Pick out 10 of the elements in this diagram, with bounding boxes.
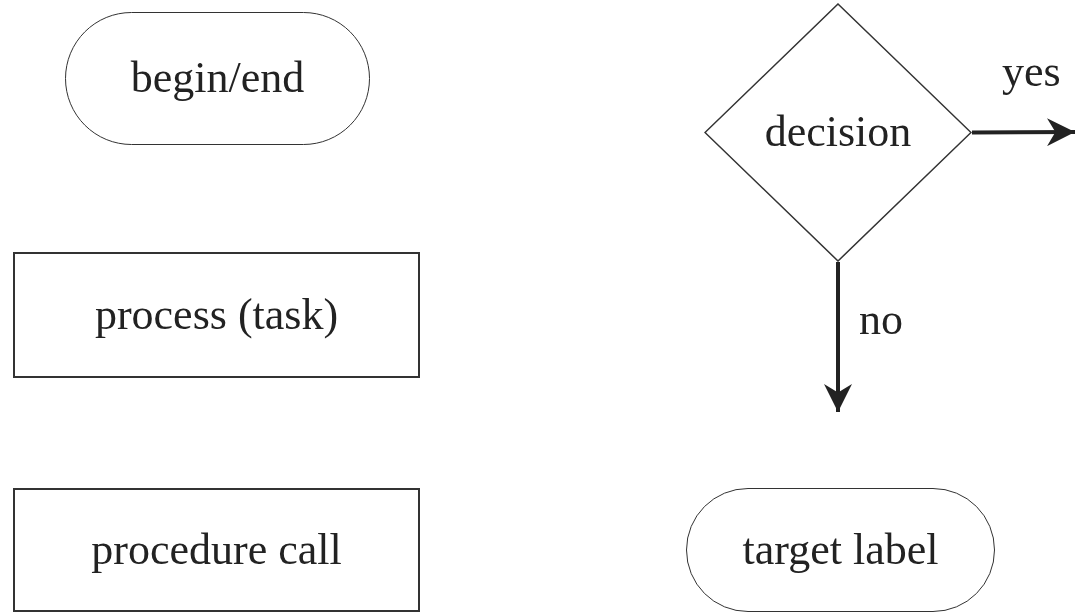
- process-text: process (task): [94, 290, 339, 340]
- arrow: [972, 118, 1075, 147]
- terminal-text: target label: [742, 525, 939, 575]
- procedure-text: procedure call: [91, 525, 342, 575]
- decision-text: decision: [764, 108, 912, 157]
- procedure-box: [13, 488, 420, 612]
- process-box: [13, 252, 420, 378]
- terminal-text: begin/end: [130, 54, 305, 103]
- decision-diamond: [704, 3, 972, 262]
- arrow: [824, 262, 852, 412]
